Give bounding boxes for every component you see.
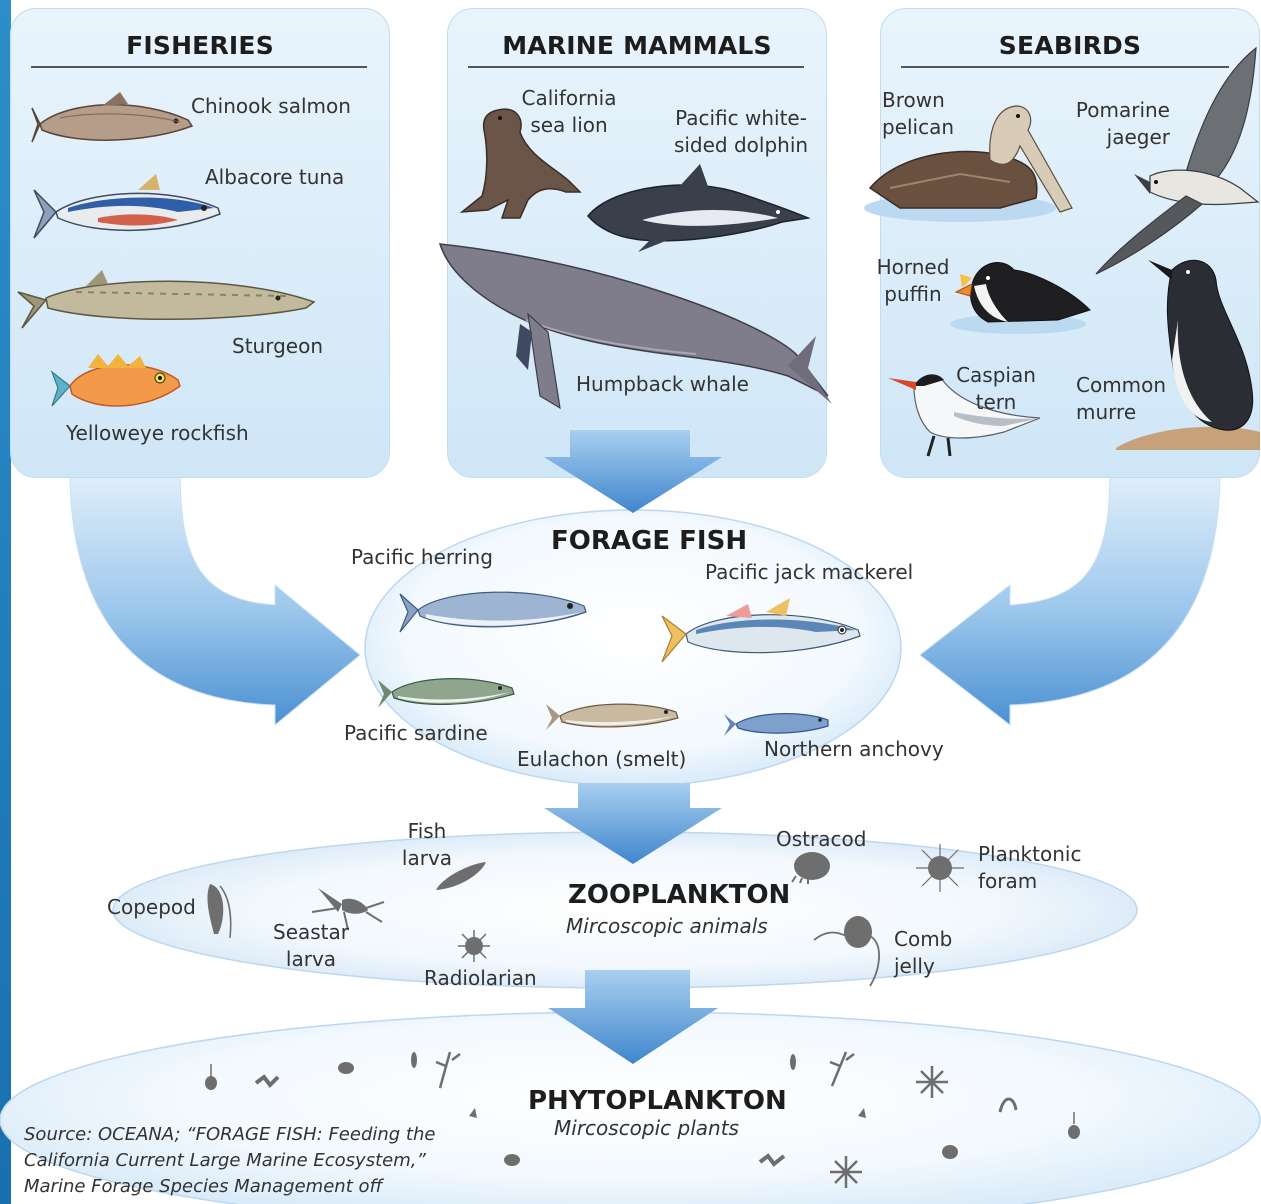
label-sturgeon: Sturgeon [232, 334, 323, 358]
california-sea-lion-illustration [459, 108, 582, 219]
chinook-salmon-illustration [31, 92, 194, 143]
zooplankton-subtitle: Mircoscopic animals [566, 914, 768, 938]
seabirds-title: SEABIRDS [998, 31, 1142, 60]
sturgeon-illustration [17, 270, 316, 329]
label-pacific-herring: Pacific herring [351, 545, 493, 569]
zooplankton-title: ZOOPLANKTON [568, 880, 791, 910]
label-planktonic-foram: Planktonic foram [978, 842, 1082, 893]
humpback-whale-illustration [438, 243, 832, 410]
phytoplankton-title: PHYTOPLANKTON [528, 1086, 787, 1116]
pacific-sardine-illustration [378, 678, 515, 708]
label-ostracod: Ostracod [776, 827, 867, 851]
common-murre-illustration [1116, 259, 1260, 450]
pacific-herring-illustration [399, 591, 587, 633]
left-edge-band [0, 0, 11, 1204]
label-copepod: Copepod [107, 895, 196, 919]
pomarine-jaeger-illustration [1095, 46, 1260, 275]
phytoplankton-subtitle: Mircoscopic plants [554, 1116, 739, 1140]
eulachon-smelt-illustration [546, 703, 679, 730]
yelloweye-rockfish-illustration [50, 354, 181, 407]
horned-puffin-illustration [950, 262, 1091, 334]
label-common-murre: Common murre [1076, 373, 1167, 424]
albacore-tuna-illustration [33, 174, 221, 239]
comb-jelly-icon [813, 916, 880, 987]
title-rule [468, 66, 804, 68]
ostracod-icon [791, 852, 830, 884]
marine-mammals-title: MARINE MAMMALS [502, 31, 772, 60]
label-brown-pelican: Brown pelican [882, 88, 955, 139]
marine-mammals-panel: MARINE MAMMALS [447, 8, 827, 478]
title-rule [901, 66, 1229, 68]
seastar-larva-icon [311, 888, 385, 931]
label-pomarine-jaeger: Pomarine jaeger [1075, 98, 1170, 149]
label-seastar-larva: Seastar larva [273, 920, 349, 971]
fisheries-title: FISHERIES [126, 31, 274, 60]
label-california-sea-lion: California sea lion [521, 86, 617, 137]
label-caspian-tern: Caspian tern [956, 363, 1036, 414]
fisheries-panel: FISHERIES [10, 8, 390, 478]
label-yelloweye-rockfish: Yelloweye rockfish [66, 421, 249, 445]
label-humpback-whale: Humpback whale [576, 372, 749, 396]
planktonic-foram-icon [916, 844, 964, 892]
source-note: Source: OCEANA; “FORAGE FISH: Feeding th… [24, 1124, 436, 1197]
northern-anchovy-illustration [724, 713, 829, 736]
brown-pelican-illustration [864, 105, 1073, 222]
radiolarian-icon [458, 930, 490, 962]
label-fish-larva: Fish larva [401, 819, 453, 870]
label-eulachon-smelt: Eulachon (smelt) [517, 747, 687, 771]
caspian-tern-illustration [888, 374, 1041, 457]
label-pacific-white-sided-dolphin: Pacific white- sided dolphin [673, 106, 809, 157]
label-pacific-sardine: Pacific sardine [344, 721, 488, 745]
label-comb-jelly: Comb jelly [894, 927, 953, 978]
copepod-icon [207, 884, 232, 939]
label-albacore-tuna: Albacore tuna [205, 165, 345, 189]
forage-fish-title: FORAGE FISH [551, 526, 748, 556]
title-rule [31, 66, 367, 68]
label-horned-puffin: Horned puffin [876, 255, 950, 306]
pacific-white-sided-dolphin-illustration [587, 164, 811, 252]
label-radiolarian: Radiolarian [424, 966, 537, 990]
pacific-jack-mackerel-illustration [661, 598, 861, 663]
label-pacific-jack-mackerel: Pacific jack mackerel [705, 560, 914, 584]
label-chinook-salmon: Chinook salmon [191, 94, 351, 118]
fish-larva-icon [436, 862, 486, 890]
label-northern-anchovy: Northern anchovy [764, 737, 944, 761]
